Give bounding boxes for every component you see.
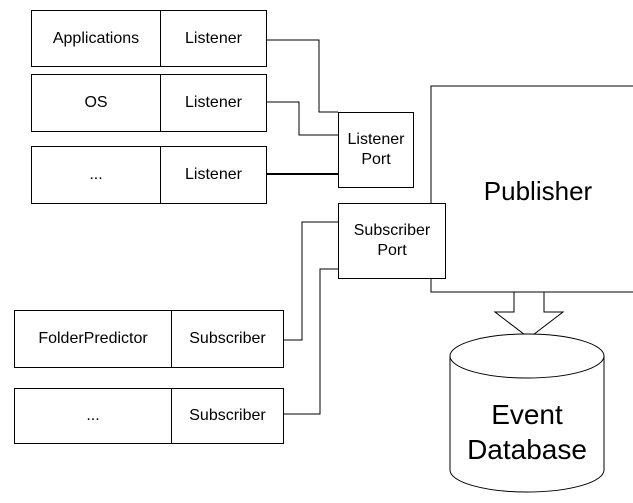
database-label: Event Database <box>450 397 604 467</box>
database-top <box>449 333 605 379</box>
folderpredictor-box: FolderPredictor <box>14 310 172 368</box>
ellipsis-consumer-box: ... <box>14 388 172 444</box>
applications-box: Applications <box>31 10 161 67</box>
subscriber-port-box: Subscriber Port <box>338 203 446 279</box>
os-box: OS <box>31 74 161 132</box>
os-listener-box: Listener <box>160 74 267 132</box>
folderpredictor-subscriber-box: Subscriber <box>171 310 284 368</box>
wire-folderpredictor <box>283 221 338 341</box>
listener-port-box: Listener Port <box>338 112 414 188</box>
wire-ellipsis-subscriber <box>283 268 338 415</box>
subscriber-port-line1: Subscriber <box>353 222 431 239</box>
ellipsis-subscriber-box: Subscriber <box>171 388 284 444</box>
listener-port-line1: Listener <box>347 131 405 148</box>
applications-listener-box: Listener <box>160 10 267 67</box>
wire-os <box>266 101 338 136</box>
ellipsis-listener-box: Listener <box>160 146 267 204</box>
database-label-line1: Event <box>491 399 563 430</box>
database-label-line2: Database <box>467 434 587 465</box>
publisher-to-database-arrow <box>493 291 565 339</box>
listener-port-line2: Port <box>361 151 391 168</box>
wire-applications <box>266 39 338 113</box>
subscriber-port-line2: Port <box>377 242 407 259</box>
publisher-label: Publisher <box>483 176 593 206</box>
ellipsis-source-box: ... <box>31 146 161 204</box>
database-cylinder <box>449 356 605 493</box>
